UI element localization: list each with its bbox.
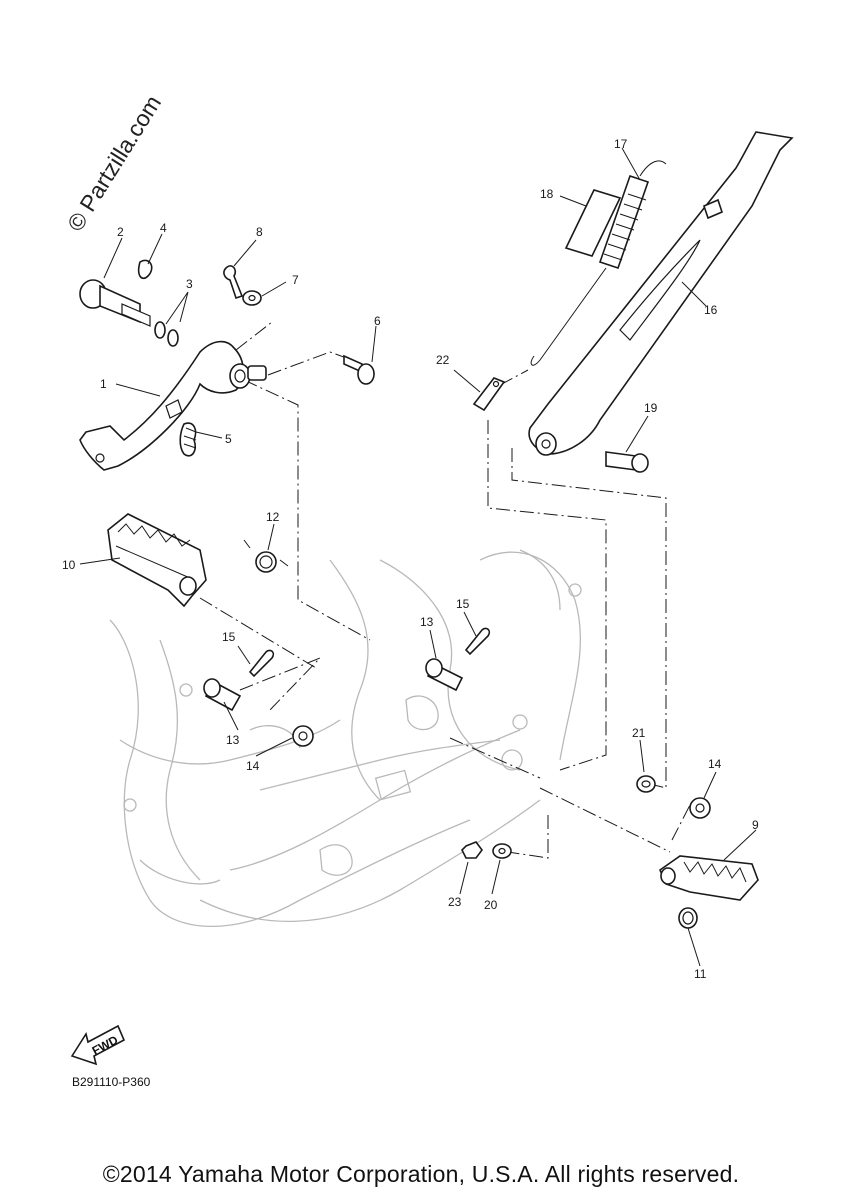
callout-15a: 15 [222,630,236,644]
cotter-pin-right [464,627,491,656]
callout-20: 20 [484,898,498,912]
callout-19: 19 [644,401,658,415]
callout-labels: 1 2 3 4 5 6 7 8 9 10 11 12 13 13 14 14 1… [62,137,759,981]
callout-10: 10 [62,558,76,572]
callout-13b: 13 [420,615,434,629]
footrest-right [659,855,759,901]
diagram-code: B291110-P360 [72,1075,151,1089]
callout-5: 5 [225,432,232,446]
callout-7: 7 [292,273,299,287]
frame-outline [109,549,582,927]
clevis-pin [343,354,375,385]
side-stand-spring [530,160,667,366]
return-spring [179,422,197,457]
callout-2: 2 [117,225,124,239]
callout-8: 8 [256,225,263,239]
callout-12: 12 [266,510,280,524]
callout-4: 4 [160,221,167,235]
bushing [636,775,656,793]
washer-right [689,797,711,819]
callout-3: 3 [186,277,193,291]
callout-9: 9 [752,818,759,832]
copyright-notice: ©2014 Yamaha Motor Corporation, U.S.A. A… [102,1161,740,1187]
footrest-pin-left [203,678,242,712]
brake-pedal [79,340,267,471]
callout-21: 21 [632,726,646,740]
part-4 [137,259,153,280]
callout-1: 1 [100,377,107,391]
cotter-pin [223,265,244,300]
nut [461,841,483,859]
footrest-spring-right [678,907,698,929]
o-rings [154,321,179,347]
callout-22: 22 [436,353,450,367]
callout-14a: 14 [246,759,260,773]
callout-15b: 15 [456,597,470,611]
callout-14b: 14 [708,757,722,771]
leader-lines [79,147,757,967]
assembly-lines [199,321,691,859]
pivot-bolt [79,279,151,327]
spring-sleeve [564,189,622,257]
washer [242,290,262,306]
callout-16: 16 [704,303,718,317]
callout-18: 18 [540,187,554,201]
callout-23: 23 [448,895,462,909]
footrest-pin-right [425,658,464,692]
footrest-left [107,513,207,608]
callout-11: 11 [694,967,707,981]
callout-13a: 13 [226,733,240,747]
washer-20 [492,843,512,859]
spring-plate [472,377,506,412]
fwd-arrow-icon: FWD [70,1024,126,1066]
cotter-pin-left [248,649,275,678]
callout-6: 6 [374,314,381,328]
footrest-spring [243,539,289,573]
side-stand-bolt [605,451,649,473]
washer-left [292,725,314,747]
callout-17: 17 [614,137,628,151]
side-stand [528,131,794,456]
